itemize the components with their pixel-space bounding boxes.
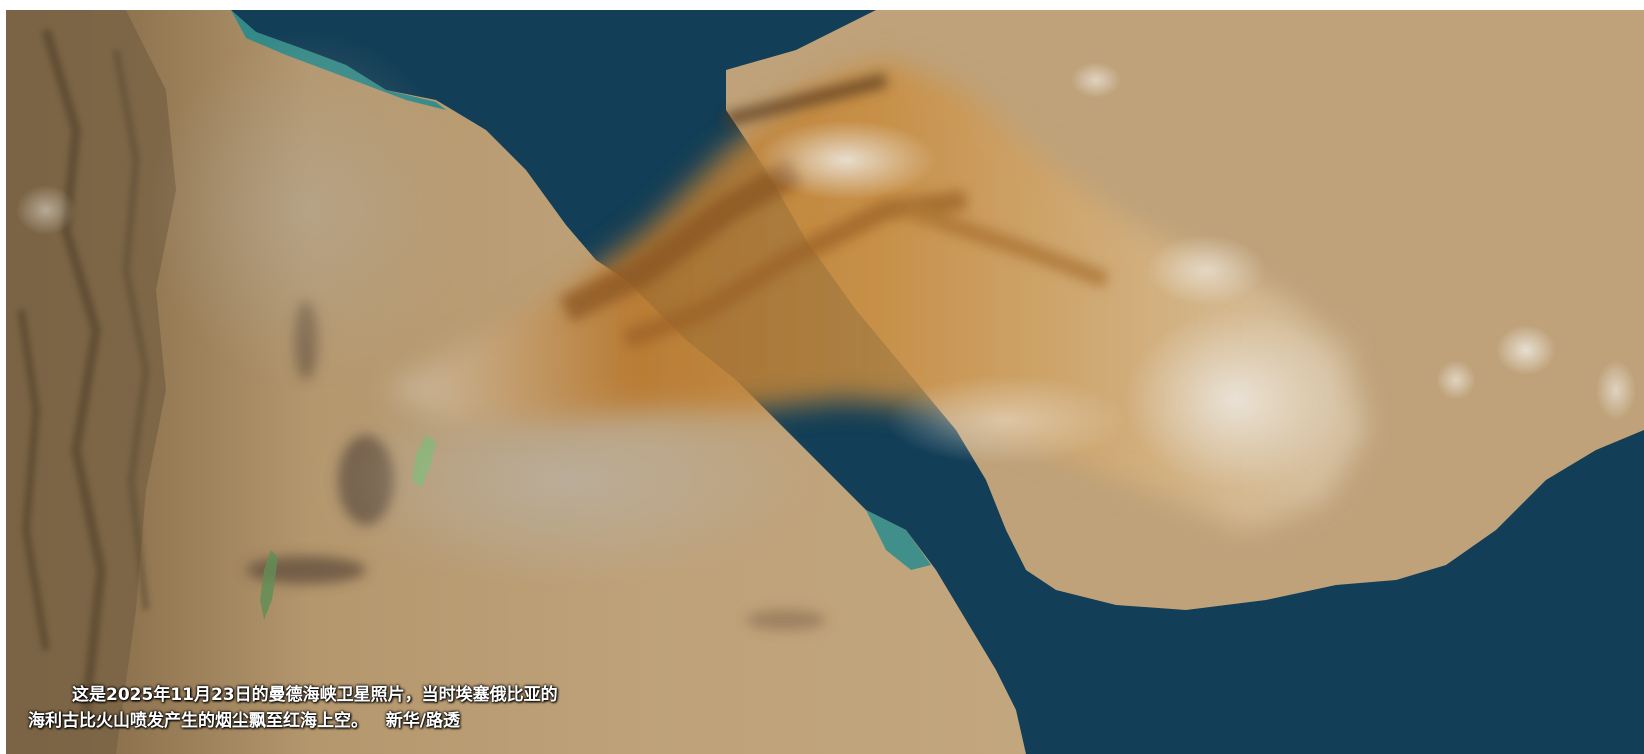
coast-shallows-south [866, 510, 931, 570]
photo-frame: 这是2025年11月23日的曼德海峡卫星照片，当时埃塞俄比亚的海利古比火山喷发产… [6, 10, 1644, 754]
lake-small [260, 550, 278, 620]
clouds [16, 62, 1636, 490]
caption-line-2: 海利古比火山喷发产生的烟尘飘至红海上空。 新华/路透 [28, 711, 460, 731]
photo-caption: 这是2025年11月23日的曼德海峡卫星照片，当时埃塞俄比亚的海利古比火山喷发产… [28, 682, 558, 734]
caption-line-1: 这是2025年11月23日的曼德海峡卫星照片，当时埃塞俄比亚的 [72, 685, 558, 705]
satellite-photo [6, 10, 1644, 754]
grey-haze-north [146, 30, 466, 390]
plume-dark-streaks [559, 73, 1109, 350]
highland-ridges [17, 28, 150, 711]
grey-haze [306, 370, 826, 590]
